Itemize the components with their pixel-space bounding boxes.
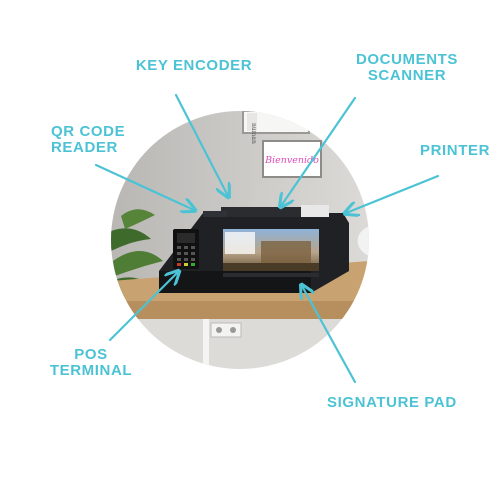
kiosk-photo: numan Bienvenido (111, 111, 369, 369)
chair (356, 222, 369, 260)
signature-pad (223, 273, 319, 277)
label-pos-terminal-line1: POS (74, 346, 108, 363)
label-signature-pad: SIGNATURE PAD (327, 394, 457, 411)
wall-socket (210, 322, 242, 338)
pos-terminal (173, 229, 199, 269)
label-key-encoder: KEY ENCODER (135, 57, 253, 74)
label-documents-scanner-line2: SCANNER (367, 67, 447, 84)
table-leg (203, 319, 209, 369)
label-pos-terminal-line2: TERMINAL (49, 362, 133, 379)
label-qr-code-reader-line2: READER (51, 139, 118, 156)
wall-frame-text: numan (250, 123, 257, 144)
label-documents-scanner: DOCUMENTS SCANNER (347, 52, 467, 84)
label-qr-code-reader: QR CODE READER (51, 124, 151, 156)
documents-scanner (221, 207, 311, 217)
printer-unit (301, 205, 329, 217)
wall-sign-text: Bienvenido (264, 155, 319, 166)
table-edge (111, 301, 369, 319)
label-pos-terminal: POS TERMINAL (46, 347, 136, 379)
label-printer: PRINTER (420, 142, 491, 159)
label-documents-scanner-line1: DOCUMENTS (355, 51, 459, 68)
key-encoder (203, 211, 227, 217)
label-qr-code-reader-line1: QR CODE (51, 123, 126, 140)
